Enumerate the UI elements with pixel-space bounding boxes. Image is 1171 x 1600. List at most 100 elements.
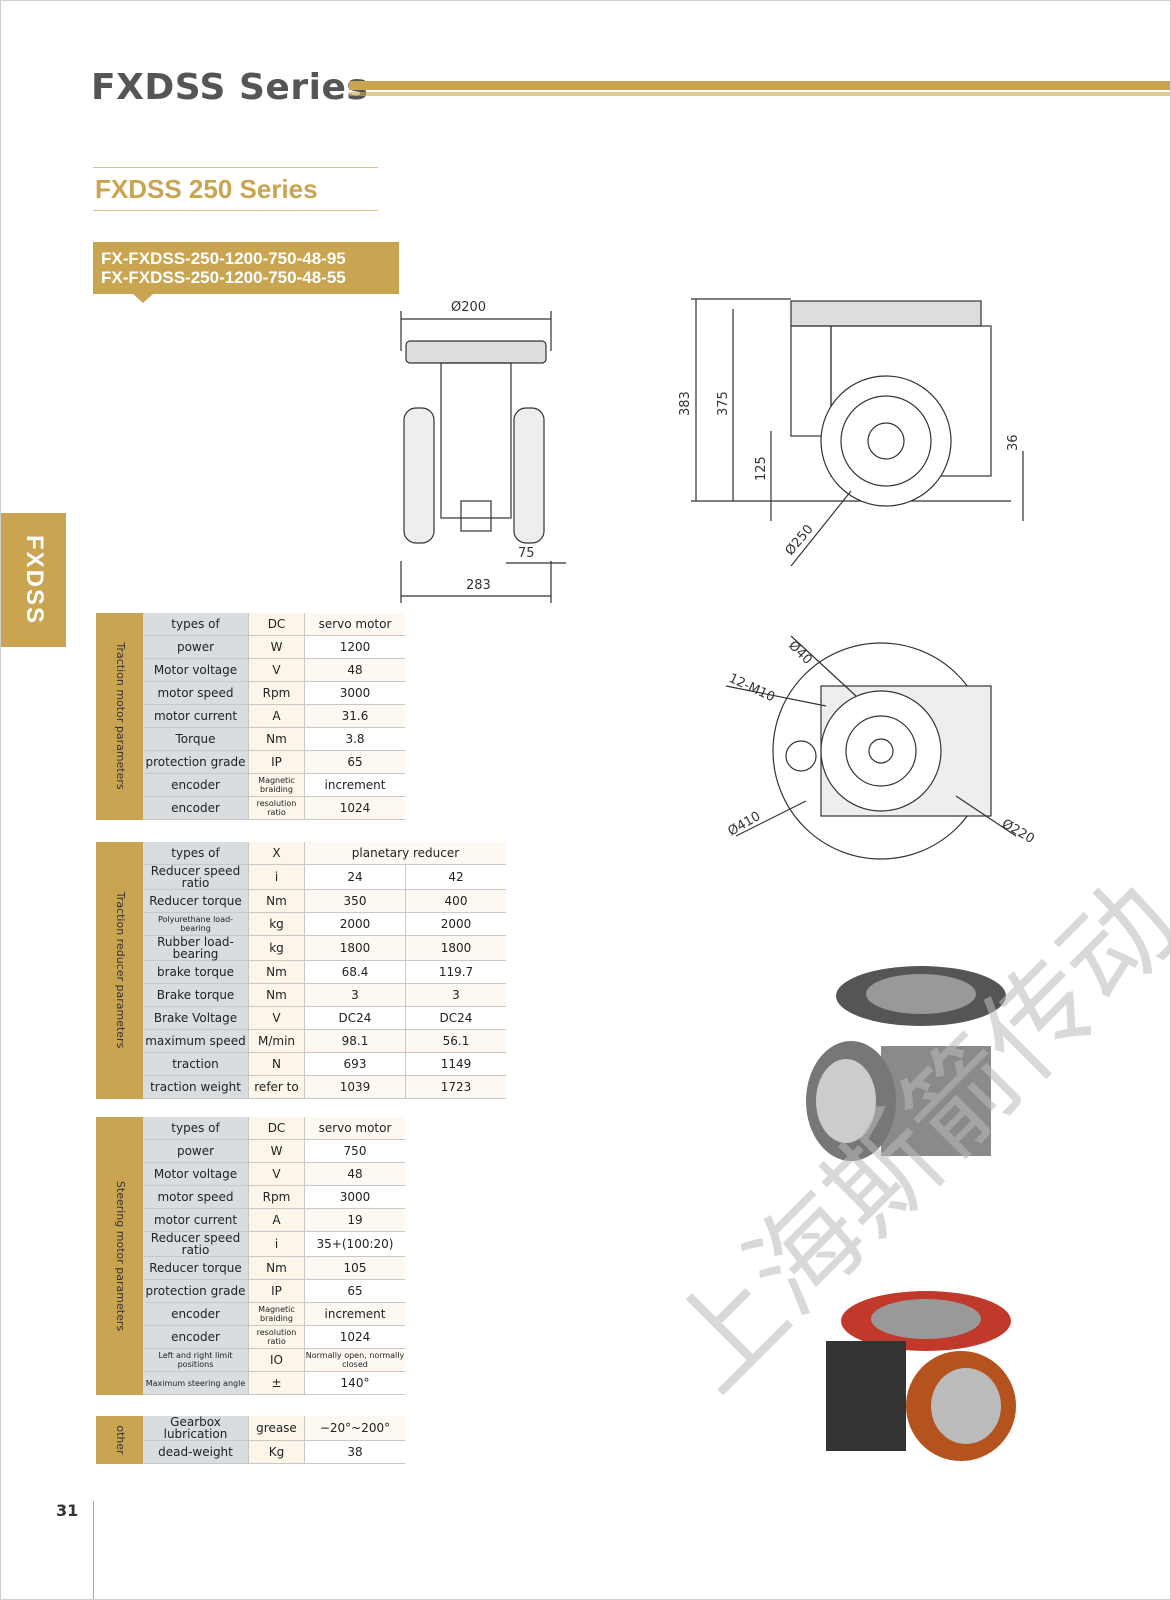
table-cell: Nm bbox=[248, 983, 305, 1007]
table-cell: 24 bbox=[304, 864, 406, 890]
table-cell: kg bbox=[248, 935, 305, 961]
side-tab: FXDSS bbox=[1, 513, 66, 647]
table-cell: Reducer speed ratio bbox=[143, 864, 249, 890]
dim-d40: Ø40 bbox=[785, 638, 815, 668]
table-cell: DC24 bbox=[405, 1006, 506, 1030]
table-cell: 1200 bbox=[304, 635, 405, 659]
table-cell: 68.4 bbox=[304, 960, 406, 984]
table-cell: 3 bbox=[304, 983, 406, 1007]
table-cell: 3.8 bbox=[304, 727, 405, 751]
table-cell: A bbox=[248, 1208, 305, 1232]
table-cell: Nm bbox=[248, 889, 305, 913]
table-cell: DC bbox=[248, 613, 305, 636]
table-cell: Normally open, normally closed bbox=[304, 1348, 405, 1372]
table-cell: Kg bbox=[248, 1440, 305, 1464]
table-cell: Maximum steering angle bbox=[143, 1371, 249, 1395]
table-cell: 693 bbox=[304, 1052, 406, 1076]
table-cell: V bbox=[248, 1006, 305, 1030]
table-cell: 1039 bbox=[304, 1075, 406, 1099]
dim-d220: Ø220 bbox=[999, 816, 1037, 847]
table-cell: Brake Voltage bbox=[143, 1006, 249, 1030]
table-cell: Motor voltage bbox=[143, 1162, 249, 1186]
table-cell: Reducer speed ratio bbox=[143, 1231, 249, 1257]
table-cell: protection grade bbox=[143, 1279, 249, 1303]
table-cell: types of bbox=[143, 613, 249, 636]
model-number: FX-FXDSS-250-1200-750-48-55 bbox=[101, 268, 346, 287]
page-number-rule bbox=[93, 1501, 94, 1599]
model-number: FX-FXDSS-250-1200-750-48-95 bbox=[101, 249, 346, 268]
table-cell: traction bbox=[143, 1052, 249, 1076]
table-cell: Rpm bbox=[248, 1185, 305, 1209]
model-banner: FX-FXDSS-250-1200-750-48-95 FX-FXDSS-250… bbox=[93, 242, 399, 303]
table-cell: dead-weight bbox=[143, 1440, 249, 1464]
table-cell: encoder bbox=[143, 796, 249, 820]
dim-height-375: 375 bbox=[716, 391, 731, 416]
table-cell: Reducer torque bbox=[143, 889, 249, 913]
table-cell: X bbox=[248, 842, 305, 865]
table-group-label: Steering motor parameters bbox=[96, 1117, 143, 1395]
table-cell: refer to bbox=[248, 1075, 305, 1099]
table-cell: 3000 bbox=[304, 681, 405, 705]
table-cell: 119.7 bbox=[405, 960, 506, 984]
dim-height-125: 125 bbox=[754, 456, 769, 481]
product-photo-color bbox=[826, 1291, 1016, 1461]
table-cell: Polyurethane load-bearing bbox=[143, 912, 249, 936]
table-cell: encoder bbox=[143, 773, 249, 797]
table-cell: 48 bbox=[304, 1162, 405, 1186]
table-cell: IO bbox=[248, 1348, 305, 1372]
dim-diameter: Ø200 bbox=[451, 300, 486, 315]
table-cell: Torque bbox=[143, 727, 249, 751]
table-cell: increment bbox=[304, 1302, 405, 1326]
table-cell: types of bbox=[143, 842, 249, 865]
table-cell: Gearbox lubrication bbox=[143, 1416, 249, 1441]
table-cell: DC bbox=[248, 1117, 305, 1140]
title-rule bbox=[349, 81, 1170, 90]
table-cell: power bbox=[143, 635, 249, 659]
table-cell: ± bbox=[248, 1371, 305, 1395]
table-cell: 1800 bbox=[405, 935, 506, 961]
table-cell: 19 bbox=[304, 1208, 405, 1232]
page-number: 31 bbox=[56, 1501, 79, 1520]
dim-height-36: 36 bbox=[1006, 434, 1021, 451]
table-cell: Nm bbox=[248, 960, 305, 984]
table-cell: Rubber load-bearing bbox=[143, 935, 249, 961]
table-cell: motor speed bbox=[143, 1185, 249, 1209]
table-cell: 65 bbox=[304, 750, 405, 774]
table-cell: A bbox=[248, 704, 305, 728]
table-cell: Nm bbox=[248, 1256, 305, 1280]
table-cell: traction weight bbox=[143, 1075, 249, 1099]
table-cell: 3000 bbox=[304, 1185, 405, 1209]
dim-height-383: 383 bbox=[678, 391, 693, 416]
table-cell: grease bbox=[248, 1416, 305, 1441]
table-cell: increment bbox=[304, 773, 405, 797]
table-cell: N bbox=[248, 1052, 305, 1076]
side-view-drawing: 383 375 125 36 Ø250 bbox=[678, 298, 1024, 567]
page-title: FXDSS Series bbox=[91, 67, 369, 108]
table-cell: motor current bbox=[143, 704, 249, 728]
table-cell: Left and right limit positions bbox=[143, 1348, 249, 1372]
table-cell: Motor voltage bbox=[143, 658, 249, 682]
table-cell: kg bbox=[248, 912, 305, 936]
table-cell: V bbox=[248, 658, 305, 682]
table-cell: 56.1 bbox=[405, 1029, 506, 1053]
table-cell: 3 bbox=[405, 983, 506, 1007]
